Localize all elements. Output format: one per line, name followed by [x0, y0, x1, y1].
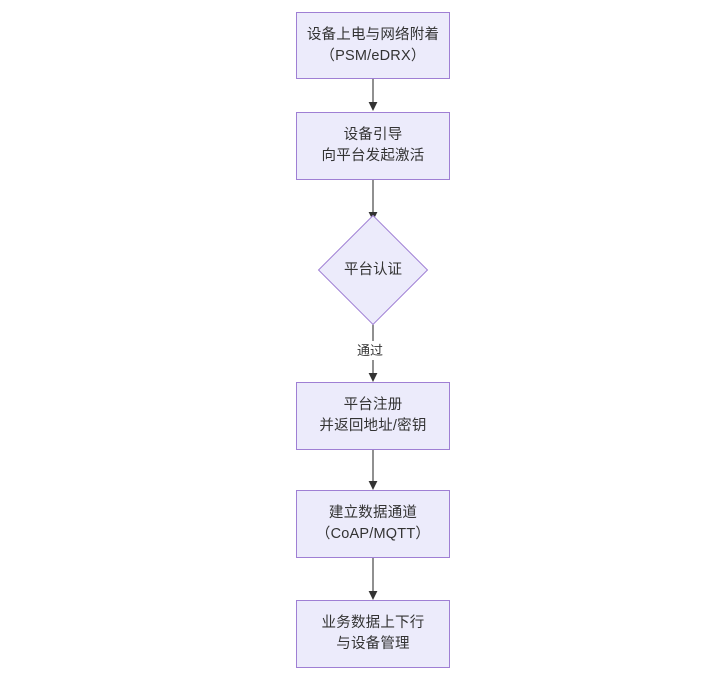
node-business-data[interactable]: 业务数据上下行 与设备管理 — [296, 600, 450, 668]
node-bootstrap-line-2: 向平台发起激活 — [321, 148, 425, 164]
edge-platform-register-to-data-channel — [365, 450, 381, 491]
node-bootstrap[interactable]: 设备引导 向平台发起激活 — [296, 112, 450, 180]
node-data-channel-line-1: 建立数据通道 — [328, 505, 418, 521]
node-platform-auth-label: 平台认证 — [344, 261, 402, 278]
edge-data-channel-to-business-data — [365, 558, 381, 601]
node-power-on-line-1: 设备上电与网络附着 — [306, 26, 440, 43]
node-business-data-line-1: 业务数据上下行 — [321, 615, 425, 631]
node-platform-auth[interactable]: 平台认证 — [317, 214, 429, 326]
node-platform-register-line-1: 平台注册 — [343, 397, 403, 413]
edge-power-on-to-bootstrap — [365, 79, 381, 112]
node-data-channel-line-2: （CoAP/MQTT） — [315, 526, 431, 542]
node-power-on[interactable]: 设备上电与网络附着 （PSM/eDRX） — [296, 12, 450, 79]
node-power-on-line-2: （PSM/eDRX） — [320, 47, 426, 64]
node-platform-register-line-2: 并返回地址/密钥 — [319, 418, 427, 434]
node-business-data-line-2: 与设备管理 — [336, 636, 410, 652]
edge-label-pass: 通过 — [354, 341, 387, 360]
node-bootstrap-line-1: 设备引导 — [343, 127, 403, 143]
node-platform-register[interactable]: 平台注册 并返回地址/密钥 — [296, 382, 450, 450]
node-data-channel[interactable]: 建立数据通道 （CoAP/MQTT） — [296, 490, 450, 558]
